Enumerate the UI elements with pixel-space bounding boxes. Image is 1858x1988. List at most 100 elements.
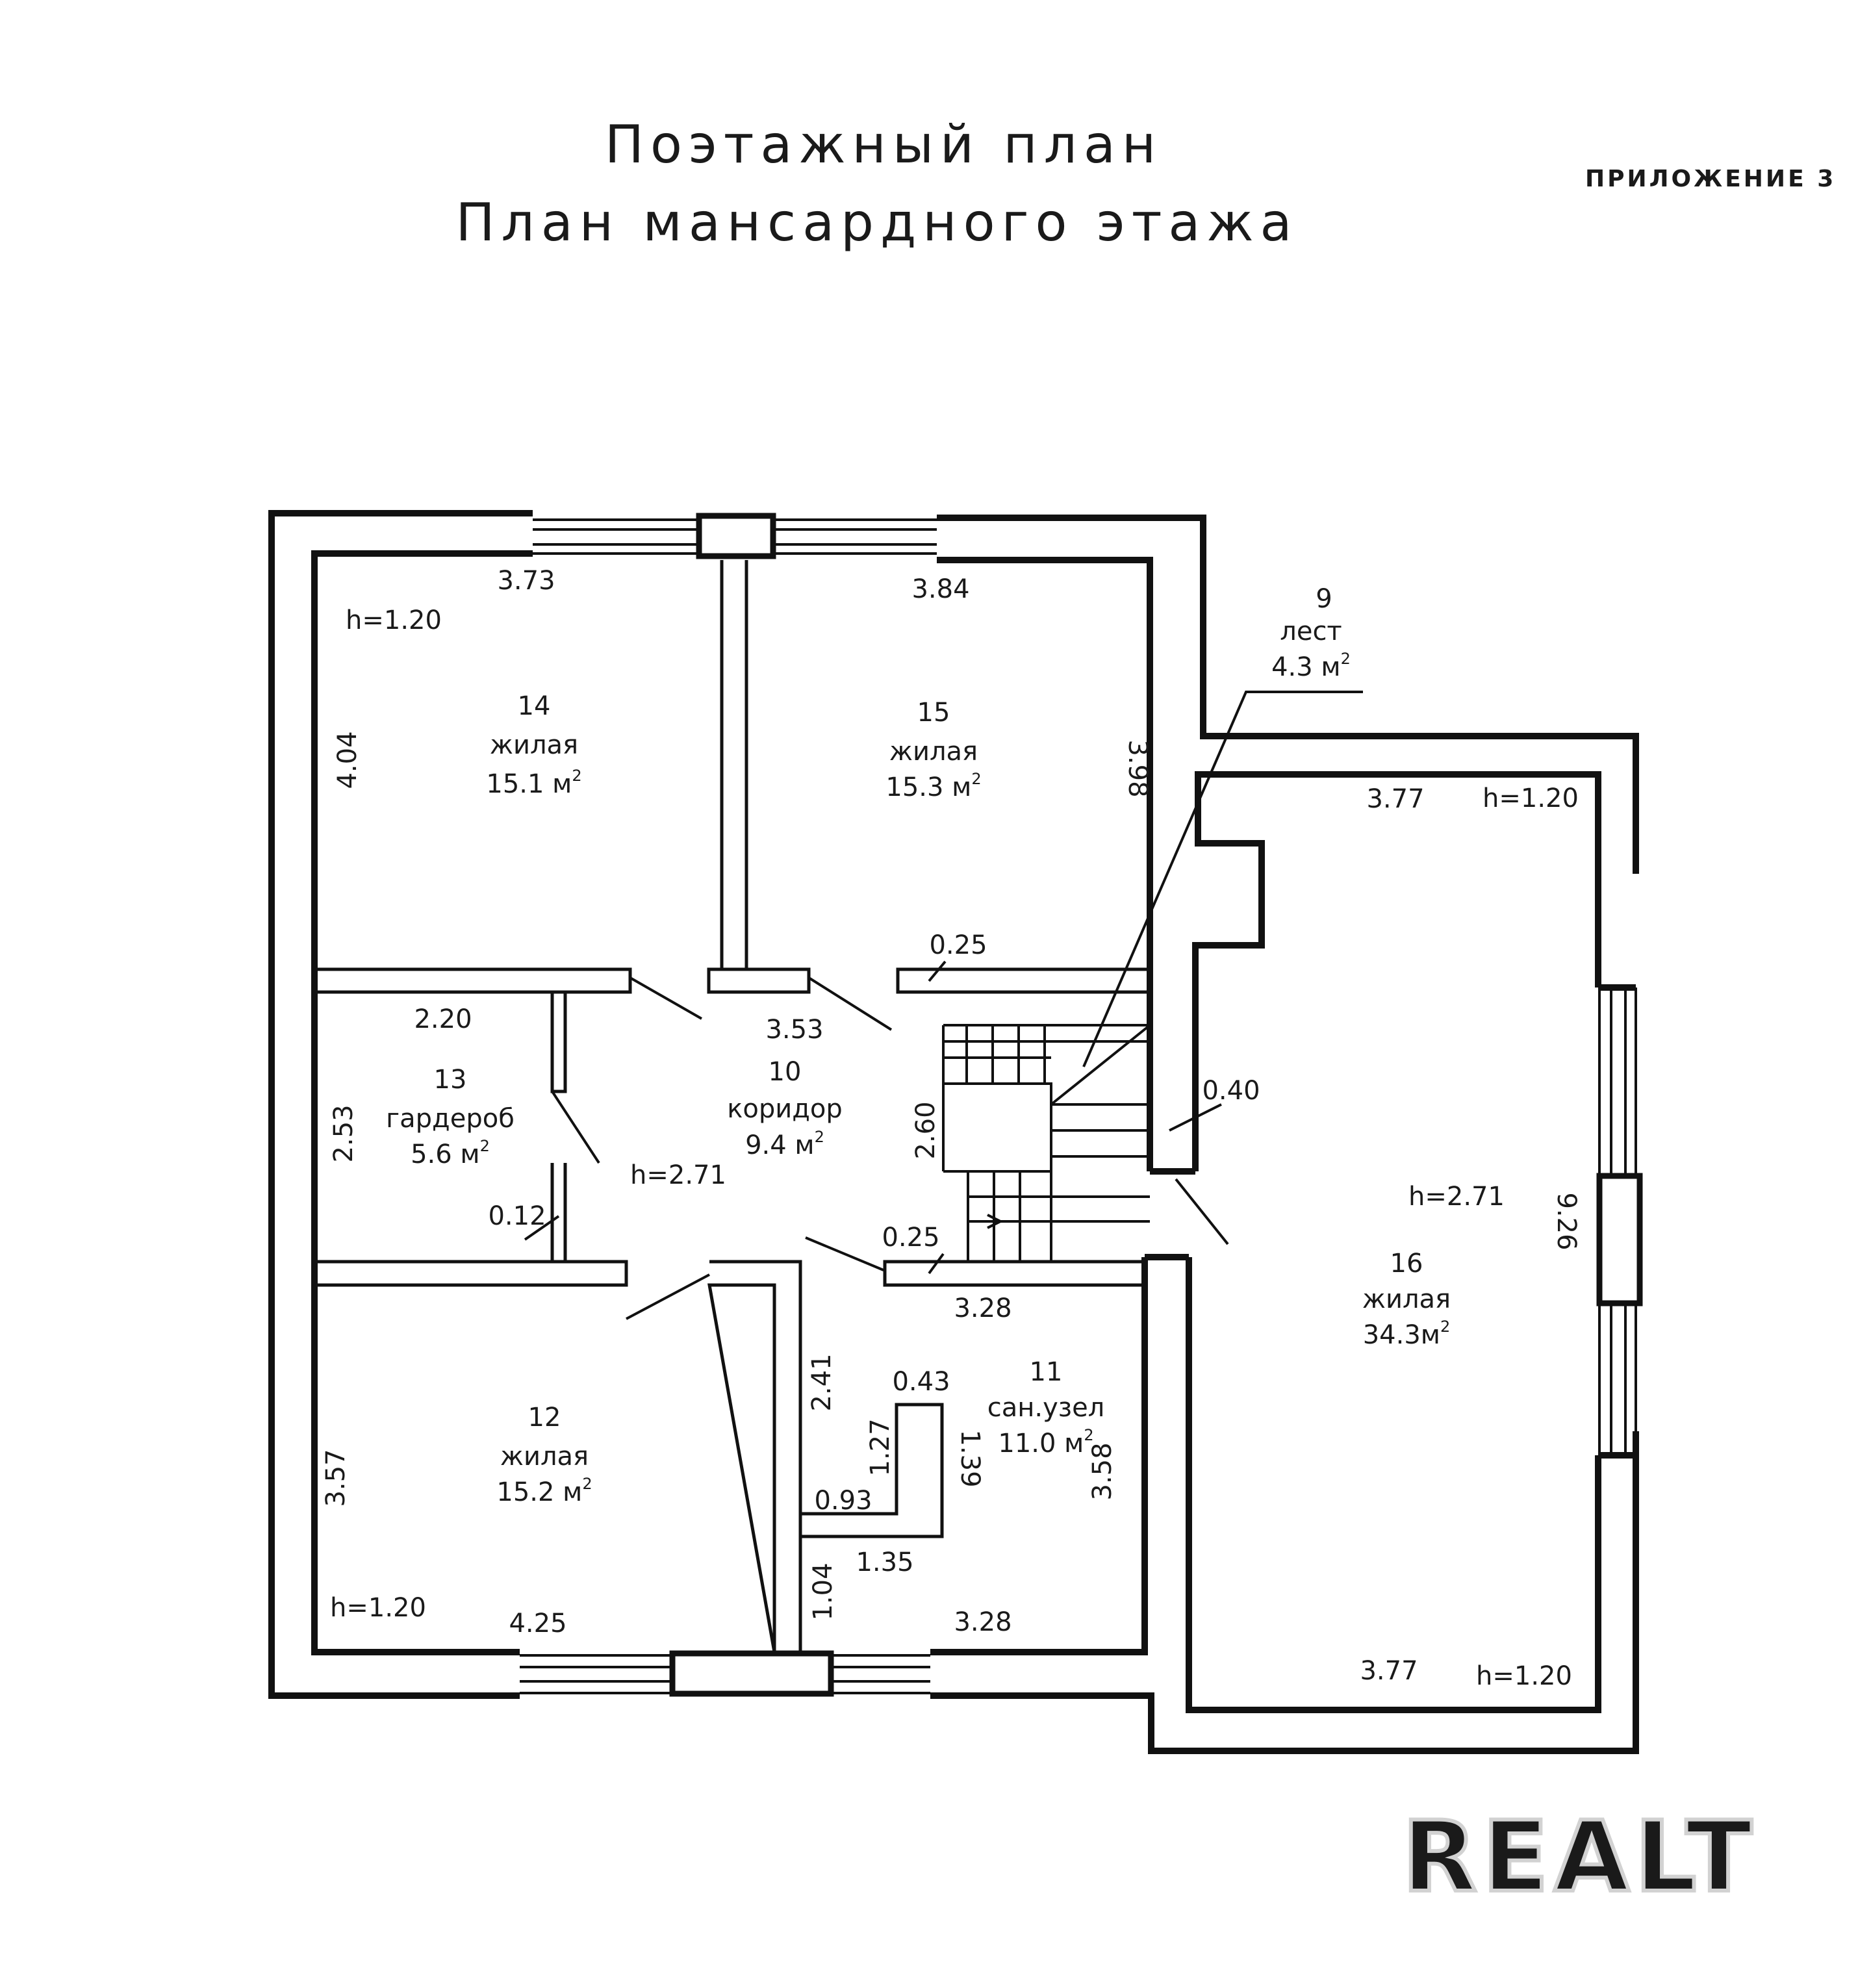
svg-text:15.2 м2: 15.2 м2 [496,1475,592,1507]
stair-outline [942,1024,1150,1262]
wardrobe-partition-upper [550,992,567,1093]
dim-room-12-width: 4.25 [509,1609,566,1638]
room-15-area-exp: 2 [971,770,981,788]
room-12-number: 12 [528,1403,561,1433]
room-16-type: жилая [1362,1284,1451,1314]
height-corridor: h=2.71 [630,1160,726,1190]
room-12-area: 15.2 м [496,1477,582,1507]
dim-stair-depth: 2.60 [911,1101,941,1159]
dim-room-16-depth: 9.26 [1551,1192,1581,1250]
room-10-type: коридор [727,1094,843,1124]
room-16-area: 34.3м [1363,1320,1440,1350]
height-room-16-bottom: h=1.20 [1476,1661,1572,1691]
partition-bath-left [707,1260,802,1653]
partition-stair-top [896,967,1152,994]
room-13-type: гардероб [386,1104,515,1134]
room-labels: 14 жилая 15.1 м2 15 жилая 15.3 м2 13 гар… [386,584,1451,1507]
stair-leader-line [1082,691,1363,1067]
room-13-area-exp: 2 [480,1137,490,1155]
dim-room-16-width-top: 3.77 [1366,784,1424,814]
dim-wardrobe-wall: 0.12 [488,1201,546,1231]
walls [268,510,1643,1754]
room-13-label: 13 гардероб 5.6 м2 [386,1065,515,1169]
inner-wall-right-block [1186,771,1601,1713]
room-9-label: 9 лест 4.3 м2 [1271,584,1351,682]
partition-bath-top [883,1260,1147,1287]
dim-room-16-width-bottom: 3.77 [1360,1656,1418,1686]
dim-bath-wall: 0.25 [882,1223,939,1253]
dim-leaders [524,960,1222,1275]
room-11-number: 11 [1030,1357,1063,1387]
room-10-number: 10 [769,1057,802,1087]
room-11-type: сан.узел [987,1393,1105,1423]
partition-14-corridor [314,967,632,994]
dim-room-12-depth: 3.57 [321,1449,351,1507]
svg-text:11.0 м2: 11.0 м2 [998,1426,1093,1459]
wall-pier-right [1596,1173,1643,1306]
partition-12-corridor [314,1260,628,1287]
appendix-label: ПРИЛОЖЕНИЕ 3 [1585,166,1836,192]
room-9-number: 9 [1316,584,1332,614]
wall-pier-top [696,513,776,559]
room-16-number: 16 [1390,1249,1423,1279]
dim-bath-recess: 0.93 [814,1486,872,1516]
bath-shaft [800,1403,944,1538]
partition-15-corridor [707,967,811,994]
outer-wall-left-block [268,510,1639,1754]
room-11-area-exp: 2 [1084,1426,1093,1444]
wall-pier-bottom [669,1650,834,1697]
height-room-14: h=1.20 [346,605,442,635]
partition-14-15 [720,560,748,971]
dim-bath-depth-right: 3.58 [1088,1442,1117,1500]
room-12-label: 12 жилая 15.2 м2 [496,1403,592,1507]
room-11-area: 11.0 м [998,1429,1084,1459]
svg-text:34.3м2: 34.3м2 [1363,1318,1451,1350]
room-11-label: 11 сан.узел 11.0 м2 [987,1357,1105,1459]
room-9-area-exp: 2 [1341,650,1351,668]
room-15-label: 15 жилая 15.3 м2 [885,698,981,802]
dim-bath-width-top: 3.28 [954,1293,1012,1323]
inner-wall-left-block [311,550,1153,1655]
room-10-label: 10 коридор 9.4 м2 [727,1057,843,1160]
svg-text:5.6 м2: 5.6 м2 [411,1137,490,1169]
dim-wall-thickness: 0.40 [1202,1076,1260,1106]
dim-room-13-width: 2.20 [414,1004,472,1034]
dim-room-15-width: 3.84 [911,574,969,604]
window-bottom-left [520,1654,672,1694]
dimensions: 3.73 3.84 4.04 3.98 3.77 0.25 2.20 3.53 … [321,566,1581,1686]
dim-shaft-depth-right: 1.39 [955,1429,985,1487]
svg-text:4.3 м2: 4.3 м2 [1271,650,1351,682]
room-16-area-exp: 2 [1440,1318,1450,1336]
dim-bath-width-bottom: 3.28 [954,1607,1012,1637]
room-10-area-exp: 2 [815,1128,824,1146]
window-right-lower [1598,1303,1637,1455]
dim-room-13-depth: 2.53 [329,1104,359,1162]
dim-shaft-width: 0.43 [892,1367,950,1397]
height-room-16-top: h=1.20 [1483,784,1579,813]
stair-direction-arrow [968,1214,1004,1229]
watermark-logo: REALT [1402,1801,1757,1914]
svg-text:9.4 м2: 9.4 м2 [745,1128,824,1160]
room-15-type: жилая [889,737,978,767]
window-right-upper [1598,988,1637,1176]
room-16-label: 16 жилая 34.3м2 [1362,1249,1451,1350]
room-14-area: 15.1 м [486,769,572,799]
height-room-12: h=1.20 [330,1593,426,1623]
room-15-area: 15.3 м [885,772,971,802]
wardrobe-partition-lower [550,1163,567,1264]
room-14-label: 14 жилая 15.1 м2 [486,691,581,799]
dim-room-15-depth: 3.98 [1123,739,1152,797]
room-9-area: 4.3 м [1271,652,1341,682]
dim-corridor-width: 3.53 [765,1015,823,1045]
ceiling-heights: h=1.20 h=1.20 h=2.71 h=1.20 h=2.71 h=1.2… [330,605,1579,1691]
room-15-number: 15 [917,698,950,728]
window-top-left [533,518,699,555]
room-13-area: 5.6 м [411,1140,480,1169]
room-12-type: жилая [500,1442,589,1472]
room-14-type: жилая [490,730,578,760]
window-bottom-right [831,1654,930,1694]
staircase [942,1024,1151,1262]
room-14-number: 14 [518,691,551,721]
dim-bath-niche: 1.35 [856,1548,913,1577]
